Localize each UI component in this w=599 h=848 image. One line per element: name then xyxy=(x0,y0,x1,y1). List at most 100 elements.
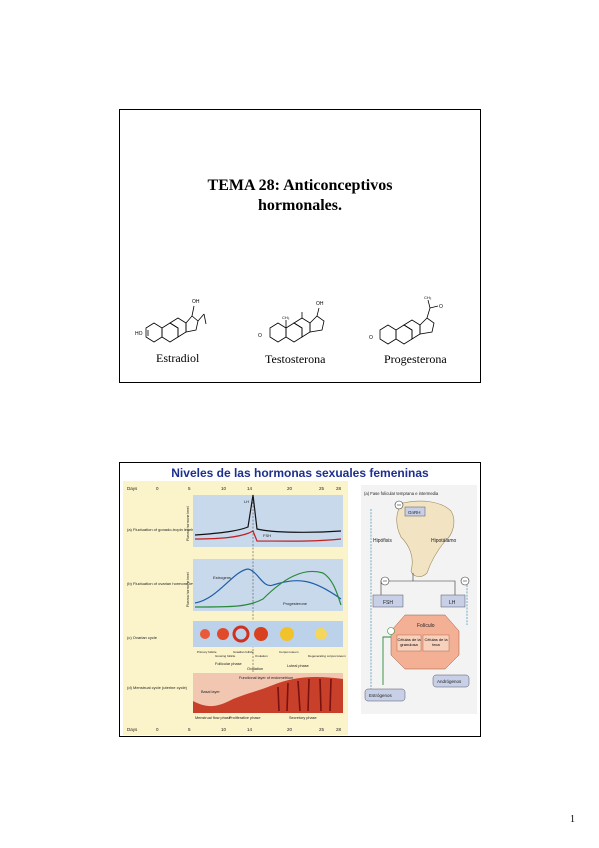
row-label-a: (a) Fluctuation of gonado-tropin levels xyxy=(127,527,194,532)
phase-labels: Follicular phase Ovulation Luteal phase xyxy=(215,662,309,671)
gnrh-label: GnRH xyxy=(408,510,421,515)
gonadotropin-arrows xyxy=(380,573,456,595)
lh-label: LH xyxy=(244,499,249,504)
progesterone-curve xyxy=(194,570,342,608)
androgenos-label: Andrógenos xyxy=(437,679,462,684)
day-tick: 0 xyxy=(156,486,159,491)
stage-label: Growing follicle xyxy=(215,654,236,658)
slide-title: Niveles de las hormonas sexuales femenin… xyxy=(171,466,429,480)
gonadotropin-plot xyxy=(193,495,343,547)
hypothalamus-pituitary-shape xyxy=(396,500,455,577)
svg-text:CH₃: CH₃ xyxy=(424,295,432,300)
row-label-c: (c) Ovarian cycle xyxy=(127,635,158,640)
estrogens-label: Estrogens xyxy=(213,575,231,580)
teca-label-container: Células de la teca xyxy=(424,637,447,647)
days-label-bottom: Days xyxy=(127,727,138,732)
foliculo-label: Folículo xyxy=(417,623,435,629)
granulosa-label-container: Células de la granulosa xyxy=(397,637,421,647)
axis-heading: (a) Fase folicular temprana e intermedia xyxy=(364,491,439,496)
day-tick: 20 xyxy=(287,486,293,491)
spiral-arteries xyxy=(277,678,332,712)
title-line-2: hormonales. xyxy=(258,197,342,214)
day-tick: 14 xyxy=(247,486,253,491)
progesterone-label: Progesterona xyxy=(384,352,447,366)
follicular-phase-label: Follicular phase xyxy=(215,662,242,666)
secretory-phase-label: Secretory phase xyxy=(289,716,317,720)
row-label-b: (b) Fluctuation of ovarian hormone level… xyxy=(127,581,199,586)
svg-text:HO: HO xyxy=(135,331,143,337)
menstrual-cycle-figure: Days 0 5 10 14 20 25 28 (a) Fluctuation … xyxy=(123,481,348,735)
fsh-box xyxy=(372,594,404,608)
luteal-phase-label: Luteal phase xyxy=(287,664,309,668)
day-ticks-bottom: 0 5 10 14 20 25 28 xyxy=(156,727,342,732)
hypothalamic-axis-figure: (a) Fase folicular temprana e intermedia… xyxy=(361,485,477,714)
stage-label: Primary follicle xyxy=(197,650,217,654)
ovulation-label: Ovulation xyxy=(247,667,263,671)
day-tick: 5 xyxy=(188,727,191,732)
hipotalamo-label: Hipotálamo xyxy=(431,538,457,544)
day-tick: 0 xyxy=(156,727,159,732)
day-tick: 25 xyxy=(319,486,325,491)
gnrh-box xyxy=(404,506,426,517)
svg-text:O: O xyxy=(439,304,443,310)
hormone-levels-slide: Niveles de las hormonas sexuales femenin… xyxy=(119,462,481,737)
stimulation-icon xyxy=(387,627,395,635)
teca-box xyxy=(422,634,450,652)
fsh-label: FSH xyxy=(383,600,393,606)
fsh-label: FSH xyxy=(263,533,271,538)
endometrium-shape xyxy=(193,677,343,713)
uterine-labels: Functional layer of endometrium Basal la… xyxy=(195,676,317,720)
menstrual-phase-label: Menstrual flow phase xyxy=(195,716,231,720)
hipofisis-label: Hipófisis xyxy=(373,538,392,544)
row-label-d: (d) Menstrual cycle (uterine cycle) xyxy=(127,685,188,690)
title-slide: TEMA 28: Anticonceptivos hormonales. HO … xyxy=(119,109,481,383)
progesterone-structure: O CH₃ O xyxy=(369,295,443,345)
progesterone-label: Progesterone xyxy=(283,601,308,606)
stage-label: Degenerating corpus luteum xyxy=(308,654,346,658)
lh-curve xyxy=(194,494,342,536)
svg-text:OH: OH xyxy=(316,301,324,307)
estrogenos-box xyxy=(364,688,406,702)
days-label-top: Days xyxy=(127,486,138,491)
ovarian-stages xyxy=(200,625,327,643)
day-ticks-top: 0 5 10 14 20 25 28 xyxy=(156,486,342,491)
proliferative-phase-label: Proliferative phase xyxy=(229,716,260,720)
stimulation-arrow xyxy=(382,636,391,685)
stage-label: Ovulation xyxy=(255,654,268,658)
day-tick: 10 xyxy=(221,727,227,732)
day-tick: 14 xyxy=(247,727,253,732)
estrogen-curve xyxy=(194,568,342,604)
granulosa-label: Células de la granulosa xyxy=(397,637,421,647)
day-tick: 28 xyxy=(336,727,342,732)
day-tick: 10 xyxy=(221,486,227,491)
basal-layer-label: Basal layer xyxy=(201,690,221,694)
androgenos-box xyxy=(432,674,470,688)
svg-text:CH₃: CH₃ xyxy=(282,315,290,320)
page-number: 1 xyxy=(570,814,575,825)
testosterone-structure: O OH CH₃ xyxy=(258,301,325,343)
lh-label: LH xyxy=(449,600,456,606)
day-tick: 25 xyxy=(319,727,325,732)
svg-text:O: O xyxy=(258,333,262,339)
stage-label: Graafian follicle xyxy=(233,650,254,654)
estrogenos-label: Estrógenos xyxy=(369,693,393,698)
day-tick: 5 xyxy=(188,486,191,491)
day-tick: 28 xyxy=(336,486,342,491)
row-labels: (a) Fluctuation of gonado-tropin levels … xyxy=(127,527,199,690)
stage-label: Corpus luteum xyxy=(279,650,299,654)
estradiol-label: Estradiol xyxy=(156,351,200,365)
functional-layer-label: Functional layer of endometrium xyxy=(239,676,293,680)
axis-label-b: Plasma hormone level xyxy=(186,572,190,607)
estradiol-structure: HO OH xyxy=(135,299,207,343)
title-line-1: TEMA 28: Anticonceptivos xyxy=(207,177,393,194)
ovarian-stage-labels: Primary follicle Growing follicle Graafi… xyxy=(197,650,346,658)
svg-text:O: O xyxy=(369,335,373,341)
axis-label-a: Plasma hormone level xyxy=(186,506,190,541)
granulosa-box xyxy=(396,634,422,652)
day-tick: 20 xyxy=(287,727,293,732)
svg-text:OH: OH xyxy=(192,299,200,305)
fsh-curve xyxy=(194,530,342,542)
testosterone-label: Testosterona xyxy=(265,352,326,366)
lh-box xyxy=(440,594,466,608)
slide-title: TEMA 28: Anticonceptivos hormonales. xyxy=(120,176,480,216)
